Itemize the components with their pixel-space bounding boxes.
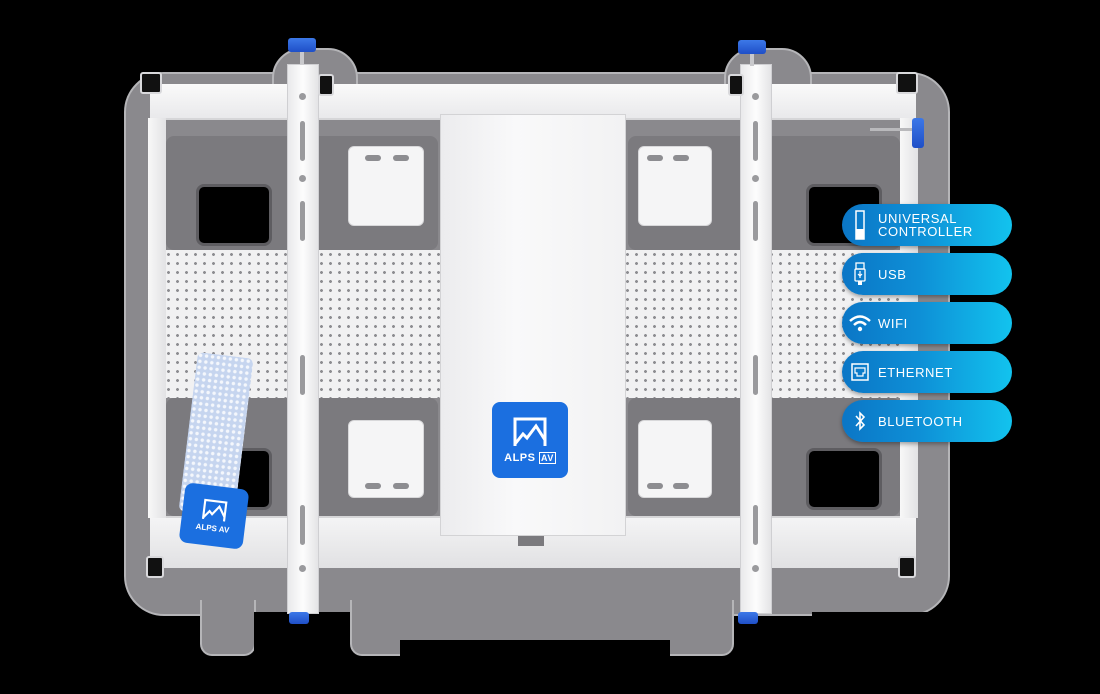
gap bbox=[400, 640, 670, 694]
knob-stem bbox=[300, 52, 304, 64]
bluetooth-icon bbox=[842, 410, 878, 432]
center-tab bbox=[518, 536, 544, 546]
feature-usb: USB bbox=[842, 253, 1012, 295]
adjust-knob-bottom-left bbox=[289, 612, 309, 624]
adjust-knob-side bbox=[912, 118, 924, 148]
mountain-logo-icon bbox=[513, 417, 547, 446]
logo-text: ALPS bbox=[504, 452, 536, 464]
mount-plate bbox=[348, 146, 424, 226]
usb-icon bbox=[842, 262, 878, 286]
upright-arm-left bbox=[287, 64, 319, 614]
gap bbox=[812, 612, 952, 694]
corner-clip bbox=[896, 72, 918, 94]
adjust-knob-top-left bbox=[288, 38, 316, 52]
mountain-logo-icon bbox=[201, 498, 228, 522]
side-screw bbox=[870, 128, 912, 131]
vent-cutout bbox=[806, 448, 882, 510]
feature-universal-controller: UNIVERSAL CONTROLLER bbox=[842, 204, 1012, 246]
feature-bluetooth: BLUETOOTH bbox=[842, 400, 1012, 442]
frame-side-left bbox=[148, 118, 166, 518]
tv-leg-left bbox=[200, 600, 256, 656]
gap bbox=[254, 612, 350, 694]
vent-cutout bbox=[196, 184, 272, 246]
logo-mark: AV bbox=[218, 524, 230, 535]
feature-label: WIFI bbox=[878, 315, 908, 331]
feature-label: ETHERNET bbox=[878, 364, 953, 380]
adjust-knob-top-right bbox=[738, 40, 766, 54]
tag-brand-logo: ALPS AV bbox=[178, 482, 250, 550]
corner-clip bbox=[728, 74, 744, 96]
ethernet-icon bbox=[842, 363, 878, 381]
feature-list: UNIVERSAL CONTROLLER USB WIFI ETHERNET B… bbox=[842, 204, 1012, 449]
logo-text: ALPS bbox=[195, 521, 218, 534]
feature-label: UNIVERSAL CONTROLLER bbox=[878, 211, 973, 239]
center-brand-logo: ALPS AV bbox=[492, 402, 568, 478]
feature-ethernet: ETHERNET bbox=[842, 351, 1012, 393]
wifi-icon bbox=[842, 314, 878, 332]
upright-arm-right bbox=[740, 64, 772, 614]
mount-plate bbox=[638, 420, 712, 498]
feature-label: BLUETOOTH bbox=[878, 413, 963, 429]
mount-plate bbox=[348, 420, 424, 498]
adjust-knob-bottom-right bbox=[738, 612, 758, 624]
corner-clip bbox=[318, 74, 334, 96]
corner-clip bbox=[140, 72, 162, 94]
knob-stem bbox=[750, 54, 754, 66]
corner-clip bbox=[898, 556, 916, 578]
mount-plate bbox=[638, 146, 712, 226]
logo-mark: AV bbox=[539, 452, 556, 464]
feature-wifi: WIFI bbox=[842, 302, 1012, 344]
controller-icon bbox=[842, 210, 878, 240]
corner-clip bbox=[146, 556, 164, 578]
feature-label: USB bbox=[878, 266, 907, 282]
